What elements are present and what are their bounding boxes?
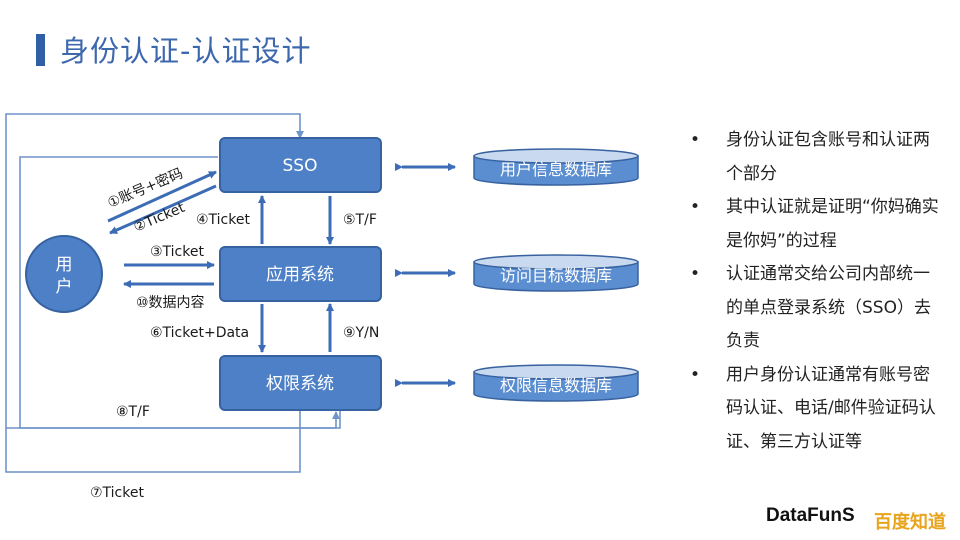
user-info-database-label: 用户信息数据库: [500, 160, 612, 179]
bullet-text: 其中认证就是证明“你妈确实是你妈”的过程: [726, 197, 939, 251]
app-system-node: 应用系统: [219, 246, 382, 302]
bullet-list: • 身份认证包含账号和认证两个部分 • 其中认证就是证明“你妈确实是你妈”的过程 •…: [690, 124, 940, 459]
bullet-dot-icon: •: [690, 130, 701, 150]
watermark-text: 百度知道: [874, 512, 946, 533]
perm-system-node: 权限系统: [219, 355, 382, 411]
bullet-text: 用户身份认证通常有账号密码认证、电话/邮件验证码认证、第三方认证等: [726, 364, 936, 452]
edge-ticket-loop: [5, 409, 301, 473]
edge-label-6: ⑥Ticket+Data: [150, 325, 249, 341]
edge-tf-to-perm: [70, 411, 340, 429]
bullet-dot-icon: •: [690, 364, 701, 385]
access-target-database: 访问目标数据库: [473, 254, 639, 292]
bullet-text: 身份认证包含账号和认证两个部分: [726, 130, 930, 184]
sso-node: SSO: [219, 137, 382, 193]
edge-label-9: ⑨Y/N: [343, 325, 379, 341]
user-info-database: 用户信息数据库: [473, 148, 639, 186]
app-system-node-label: 应用系统: [266, 265, 334, 285]
edge-label-7: ⑦Ticket: [90, 485, 144, 501]
title-accent-bar: [36, 34, 45, 66]
user-node-label-1: 用: [56, 255, 73, 275]
edge-label-3: ③Ticket: [150, 244, 204, 260]
edge-perm-to-sso-loop: [19, 156, 341, 429]
access-target-database-label: 访问目标数据库: [500, 266, 612, 285]
arrow-user-to-sso: [107, 170, 217, 223]
edge-label-5: ⑤T/F: [343, 212, 377, 228]
edge-label-8: ⑧T/F: [116, 404, 150, 420]
arrow-sso-to-user: [109, 184, 217, 235]
page-title: 身份认证-认证设计: [60, 34, 312, 68]
perm-system-node-label: 权限系统: [266, 374, 334, 394]
brand-logo-text: DataFunS: [766, 505, 855, 526]
bullet-dot-icon: •: [690, 197, 701, 217]
bullet-text: 认证通常交给公司内部统一的单点登录系统（SSO）去负责: [726, 264, 931, 351]
bullet-dot-icon: •: [690, 264, 701, 284]
bullet-item: • 其中认证就是证明“你妈确实是你妈”的过程: [690, 191, 940, 258]
perm-info-database: 权限信息数据库: [473, 364, 639, 402]
bullet-item: • 用户身份认证通常有账号密码认证、电话/邮件验证码认证、第三方认证等: [690, 359, 940, 460]
bullet-item: • 身份认证包含账号和认证两个部分: [690, 124, 940, 191]
bullet-item: • 认证通常交给公司内部统一的单点登录系统（SSO）去负责: [690, 258, 940, 359]
perm-info-database-label: 权限信息数据库: [500, 376, 612, 395]
user-node-label-2: 户: [56, 277, 73, 297]
user-node: 用 户: [25, 235, 103, 313]
sso-node-label: SSO: [283, 156, 318, 176]
edge-label-10: ⑩数据内容: [136, 294, 205, 311]
edge-label-4: ④Ticket: [196, 212, 250, 228]
